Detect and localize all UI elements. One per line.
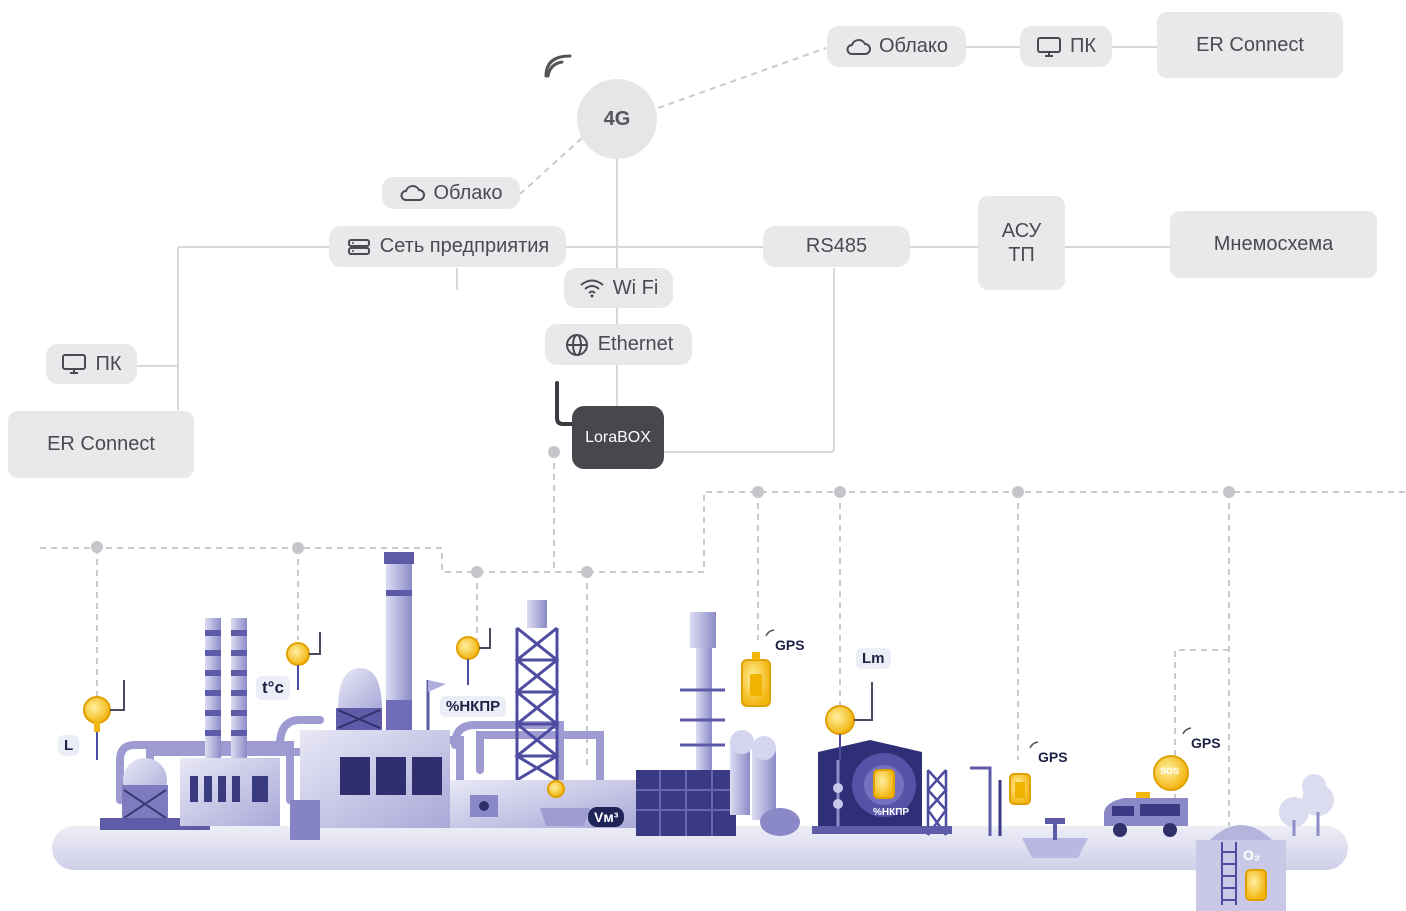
- junction-dots: [91, 446, 1235, 578]
- monitor-icon: [61, 353, 87, 375]
- label-gps-1: GPS: [775, 637, 805, 653]
- sensor-gps-portable-2: [1009, 773, 1031, 805]
- er-connect-top-label: ER Connect: [1196, 33, 1304, 56]
- sensor-lel-1: [456, 628, 491, 685]
- mnemo-node[interactable]: Мнемосхема: [1170, 211, 1377, 278]
- lorabox-node[interactable]: LoraBOX: [572, 406, 664, 469]
- underground-tank: [1196, 840, 1286, 911]
- sensor-oxygen: [1245, 869, 1267, 901]
- ethernet-label: Ethernet: [597, 333, 674, 355]
- server-icon: [346, 236, 372, 258]
- ground-strip: [52, 826, 1348, 870]
- 4g-node[interactable]: 4G: [577, 79, 657, 159]
- sensor-temperature: [286, 632, 321, 690]
- sensor-volume: [547, 780, 565, 798]
- cloud-left-node[interactable]: Облако: [382, 177, 520, 209]
- pc-left-node[interactable]: ПК: [46, 344, 137, 384]
- wifi-icon: [579, 277, 605, 299]
- label-lel-2: %НКПР: [873, 807, 910, 818]
- rs485-node[interactable]: RS485: [763, 226, 910, 267]
- enterprise-network-node[interactable]: Сеть предприятия: [329, 226, 566, 267]
- wifi-label: Wi Fi: [612, 276, 659, 299]
- label-volume: Vм³: [588, 807, 625, 827]
- antenna: [555, 381, 574, 426]
- van: [1104, 792, 1188, 837]
- tank-ladder: [1221, 842, 1237, 905]
- rs485-label: RS485: [805, 235, 868, 257]
- sensor-gps-portable-1: [741, 652, 771, 707]
- globe-icon: [564, 333, 590, 356]
- er-connect-left-label: ER Connect: [47, 433, 155, 455]
- label-lm: Lm: [856, 648, 891, 669]
- sensor-sos: [1153, 755, 1189, 791]
- asu-tp-node[interactable]: АСУ ТП: [978, 196, 1065, 290]
- cloud-icon: [399, 182, 426, 204]
- asu-label: АСУ: [1001, 220, 1042, 242]
- monitor-icon: [1036, 36, 1062, 58]
- tp-label: ТП: [1008, 244, 1035, 266]
- cloud-left-label: Облако: [433, 181, 503, 204]
- sensor-level: [83, 680, 125, 760]
- label-gps-2: GPS: [1038, 749, 1068, 765]
- label-sos: SOS: [1160, 766, 1180, 776]
- cloud-top-node[interactable]: Облако: [827, 26, 966, 67]
- cloud-icon: [845, 36, 871, 58]
- cloud-top-label: Облако: [878, 35, 948, 57]
- er-connect-top-node[interactable]: ER Connect: [1157, 12, 1343, 78]
- pc-top-node[interactable]: ПК: [1020, 26, 1112, 67]
- lorabox-label: LoraBOX: [585, 428, 651, 446]
- enterprise-network-label: Сеть предприятия: [379, 235, 550, 257]
- er-connect-left-node[interactable]: ER Connect: [8, 411, 194, 478]
- mnemo-label: Мнемосхема: [1213, 233, 1334, 255]
- label-temperature: t°c: [256, 676, 290, 700]
- label-lel-1: %НКПР: [440, 696, 507, 717]
- label-level: L: [58, 735, 80, 756]
- factory-right: [636, 612, 1065, 840]
- ethernet-node[interactable]: Ethernet: [545, 324, 692, 365]
- trees: [1279, 774, 1334, 836]
- pc-left-label: ПК: [95, 352, 122, 375]
- sensor-lm: [825, 682, 873, 760]
- signal-icon: [544, 54, 572, 78]
- sensor-lel-2: [873, 769, 895, 799]
- label-oxygen: O₂: [1243, 847, 1261, 863]
- pc-top-label: ПК: [1069, 35, 1097, 57]
- 4g-label: 4G: [603, 107, 631, 130]
- label-gps-3: GPS: [1191, 735, 1221, 751]
- wifi-node[interactable]: Wi Fi: [564, 268, 673, 308]
- factory-left: [100, 552, 604, 840]
